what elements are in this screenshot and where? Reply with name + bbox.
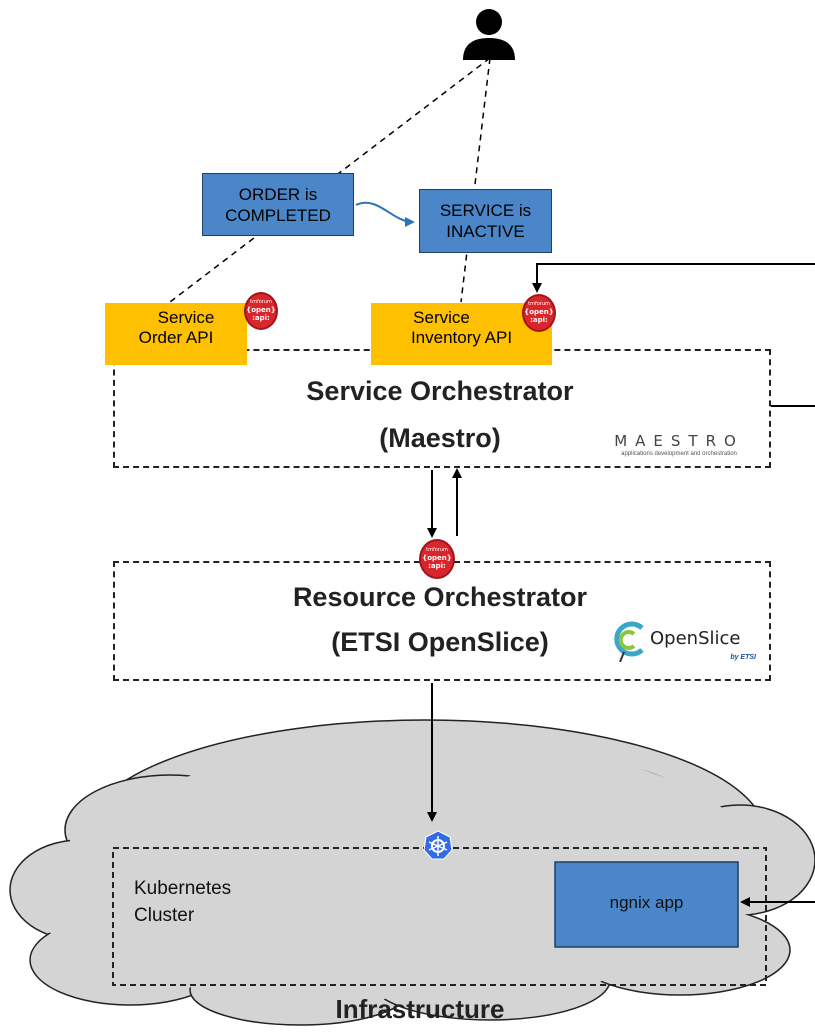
openslice-logo: OpenSlice by ETSI [612, 618, 760, 668]
tmforum-open-api-badge: tmforum {open} :api: [522, 294, 556, 332]
service-orchestrator-subtitle: (Maestro) [379, 423, 501, 453]
resource-orchestrator-title: Resource Orchestrator [292, 582, 588, 612]
openslice-logo-tagline: by ETSI [730, 654, 756, 661]
service-orchestrator-box [113, 349, 771, 468]
badge-line-2: {open} [524, 308, 554, 316]
tmforum-open-api-badge: tmforum {open} :api: [419, 539, 455, 579]
order-status-line-2: COMPLETED [225, 205, 331, 225]
inventory-api-line-1: Service [413, 308, 470, 327]
badge-line-3: :api: [530, 316, 548, 324]
badge-line-3: :api: [252, 314, 270, 322]
cluster-label-line-1: Kubernetes [134, 878, 232, 899]
tmforum-open-api-badge: tmforum {open} :api: [244, 292, 278, 330]
infrastructure-cloud [9, 719, 815, 1026]
service-order-api: Service Order API [105, 303, 247, 365]
inventory-feedback-arrow [532, 263, 815, 293]
badge-line-3: :api: [428, 562, 446, 570]
order-api-line-2: Order API [138, 328, 214, 347]
user-icon [463, 9, 515, 60]
ngnix-app-box [554, 861, 739, 948]
maestro-logo-text: MAESTRO [614, 432, 744, 450]
openslice-logo-text: OpenSlice [650, 628, 741, 649]
cluster-label-line-2: Cluster [134, 905, 195, 926]
service-inventory-api: Service Inventory API [371, 303, 552, 365]
badge-line-1: tmforum [426, 547, 448, 553]
service-status-line-1: SERVICE is [439, 201, 532, 220]
ngnix-app-label: ngnix app [609, 893, 684, 912]
order-to-service-arrow [355, 201, 415, 227]
user-to-inventory-api-link [460, 57, 491, 303]
kubernetes-icon [423, 830, 453, 860]
kubernetes-cluster-box [112, 847, 767, 986]
order-api-line-1: Service [157, 308, 215, 327]
infrastructure-title: Infrastructure [335, 994, 505, 1024]
inventory-api-line-2: Inventory API [410, 328, 513, 347]
service-status-line-2: INACTIVE [446, 222, 525, 241]
maestro-logo: MAESTRO applications development and orc… [598, 432, 760, 457]
order-status-line-1: ORDER is [238, 184, 318, 204]
resource-orchestrator-box [113, 561, 771, 681]
service-orchestrator-title: Service Orchestrator [306, 376, 574, 406]
order-completed-status: ORDER is COMPLETED [202, 173, 354, 236]
badge-line-1: tmforum [528, 301, 550, 307]
service-inactive-status: SERVICE is INACTIVE [419, 189, 552, 253]
kubernetes-cluster-label: Kubernetes Cluster [134, 875, 231, 929]
badge-line-2: {open} [422, 554, 452, 562]
resource-orchestrator-subtitle: (ETSI OpenSlice) [331, 627, 549, 657]
openslice-logo-icon [614, 621, 644, 662]
badge-line-1: tmforum [250, 299, 272, 305]
maestro-logo-tagline: applications development and orchestrati… [621, 451, 737, 457]
badge-line-2: {open} [246, 306, 276, 314]
